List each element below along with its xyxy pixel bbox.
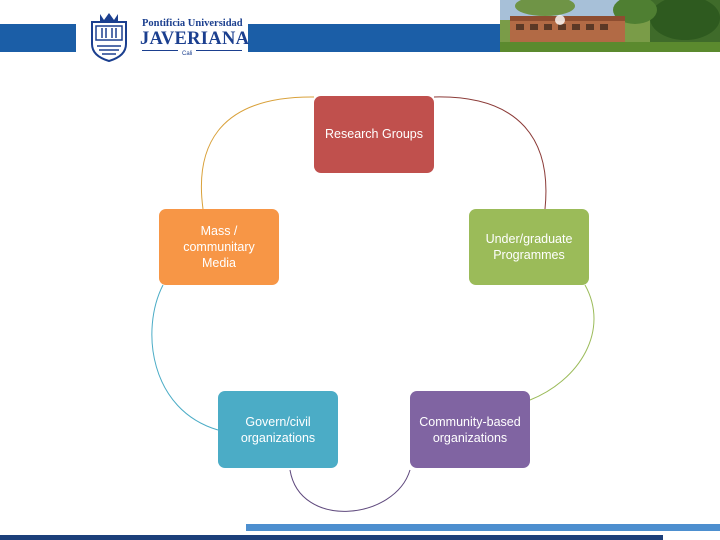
arc-govern-to-mass [151, 284, 219, 431]
university-name-line2: JAVERIANA [140, 29, 250, 49]
node-community-based-organizations: Community-based organizations [410, 391, 530, 468]
node-research-groups: Research Groups [314, 96, 434, 173]
logo-rule-right [196, 50, 242, 51]
arc-community-to-govern [289, 469, 411, 512]
university-campus: Cali [182, 51, 193, 57]
arc-mass-to-research [200, 96, 315, 210]
university-crest-icon [91, 13, 127, 62]
campus-photo [500, 0, 720, 52]
node-govern-civil-organizations-label: Govern/civil organizations [240, 414, 316, 445]
arc-under-to-community [529, 284, 595, 401]
university-logo: Pontificia Universidad JAVERIANA Cali [76, 6, 250, 64]
node-community-based-organizations-label: Community-based organizations [419, 414, 521, 445]
node-undergraduate-programmes-label: Under/graduate Programmes [485, 232, 573, 262]
node-mass-communitary-media-label: Mass / communitary Media [183, 224, 255, 270]
logo-rule-left [142, 50, 178, 51]
university-name-line1: Pontificia Universidad [142, 18, 243, 29]
node-mass-communitary-media: Mass / communitary Media [159, 209, 279, 285]
arc-research-to-under [433, 96, 547, 210]
node-research-groups-label: Research Groups [325, 126, 423, 141]
node-govern-civil-organizations: Govern/civil organizations [218, 391, 338, 468]
node-undergraduate-programmes: Under/graduate Programmes [469, 209, 589, 285]
footer-bar-dark [0, 535, 663, 540]
footer-bar-light [246, 524, 720, 531]
